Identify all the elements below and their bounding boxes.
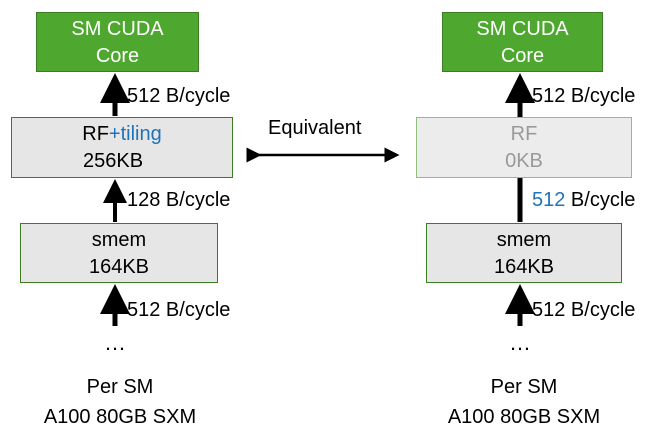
left-core-line1: SM CUDA — [71, 18, 164, 40]
right-bw-top-label: 512 B/cycle — [532, 85, 636, 107]
left-caption: Per SM A100 80GB SXM — [0, 372, 240, 432]
left-rf-name: RF — [82, 123, 109, 145]
right-bw-mid-label: 512 B/cycle — [532, 188, 635, 212]
left-bw-top-label: 512 B/cycle — [127, 85, 231, 107]
left-smem-box: smem 164KB — [20, 223, 218, 283]
right-rf-name: RF — [510, 123, 538, 145]
right-smem-box: smem 164KB — [426, 223, 622, 283]
left-rf-tiling: +tiling — [108, 123, 162, 145]
equivalent-label: Equivalent — [268, 117, 362, 139]
right-bw-mid-number: 512 — [532, 189, 566, 211]
left-core-line2: Core — [95, 45, 140, 67]
left-bw-bottom-label: 512 B/cycle — [127, 299, 231, 321]
right-smem-name: smem — [496, 229, 552, 251]
right-bw-mid-unit: B/cycle — [565, 189, 636, 211]
left-bw-mid-label: 128 B/cycle — [127, 189, 231, 211]
left-rf-size: 256KB — [83, 150, 144, 172]
left-caption-line1: Per SM — [86, 376, 154, 398]
right-rf-size: 0KB — [505, 150, 543, 172]
right-caption-line1: Per SM — [490, 376, 558, 398]
left-ellipsis: … — [104, 330, 128, 355]
right-core-line1: SM CUDA — [476, 18, 569, 40]
left-rf-name-line: RF+tiling — [12, 121, 232, 148]
right-core-line2: Core — [500, 45, 545, 67]
left-smem-name: smem — [91, 229, 147, 251]
right-core-box: SM CUDA Core — [442, 12, 603, 72]
right-smem-size: 164KB — [493, 256, 555, 278]
right-rf-box: RF 0KB — [416, 117, 632, 178]
left-rf-box: RF+tiling 256KB — [11, 117, 233, 178]
left-smem-size: 164KB — [88, 256, 150, 278]
right-caption: Per SM A100 80GB SXM — [404, 372, 644, 432]
left-core-box: SM CUDA Core — [36, 12, 199, 72]
left-caption-line2: A100 80GB SXM — [43, 406, 197, 428]
right-ellipsis: … — [509, 330, 533, 355]
right-caption-line2: A100 80GB SXM — [447, 406, 601, 428]
right-bw-bottom-label: 512 B/cycle — [532, 299, 636, 321]
